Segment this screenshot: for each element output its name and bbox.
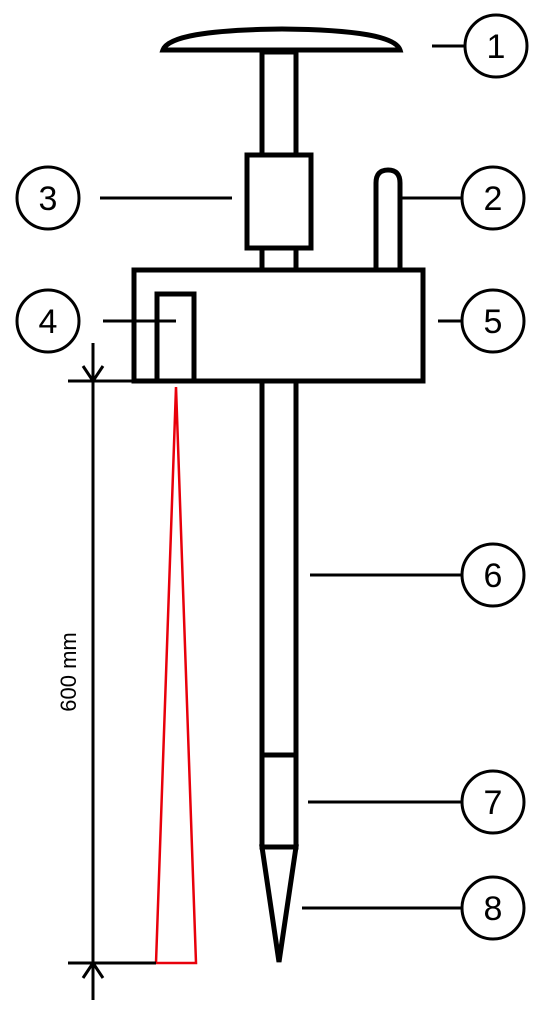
callout-label-2: 2 [484, 180, 503, 218]
small-antenna [373, 167, 403, 270]
callout-label-6: 6 [484, 557, 503, 595]
rod-tip [259, 844, 299, 963]
callout-label-7: 7 [484, 784, 503, 822]
laser-emitter [154, 291, 197, 384]
callout-label-1: 1 [487, 28, 506, 66]
callout-circle-7 [460, 769, 526, 835]
rod-sleeve [259, 752, 299, 850]
upper-pole [259, 49, 299, 158]
callout-circle-4 [15, 288, 81, 354]
callout-label-4: 4 [39, 303, 58, 341]
pole-middle [259, 245, 299, 273]
sensor-housing [131, 267, 426, 384]
callout-circle-1 [463, 13, 529, 79]
callout-circle-8 [460, 875, 526, 941]
pole-collar [244, 152, 314, 251]
arrow-bottom [81, 960, 105, 979]
antenna-disc [159, 26, 404, 53]
callout-circle-6 [460, 542, 526, 608]
dimension-group [68, 343, 156, 1000]
laser-beam [154, 386, 198, 965]
leader-lines [100, 44, 465, 910]
rod [259, 378, 299, 758]
callout-circle-3 [15, 165, 81, 231]
callout-label-8: 8 [484, 890, 503, 928]
callout-label-3: 3 [39, 180, 58, 218]
dimension-label: 600 mm [56, 632, 81, 711]
callout-label-5: 5 [484, 303, 503, 341]
callout-circle-2 [460, 165, 526, 231]
callout-circle-5 [460, 288, 526, 354]
arrow-top [81, 365, 105, 384]
